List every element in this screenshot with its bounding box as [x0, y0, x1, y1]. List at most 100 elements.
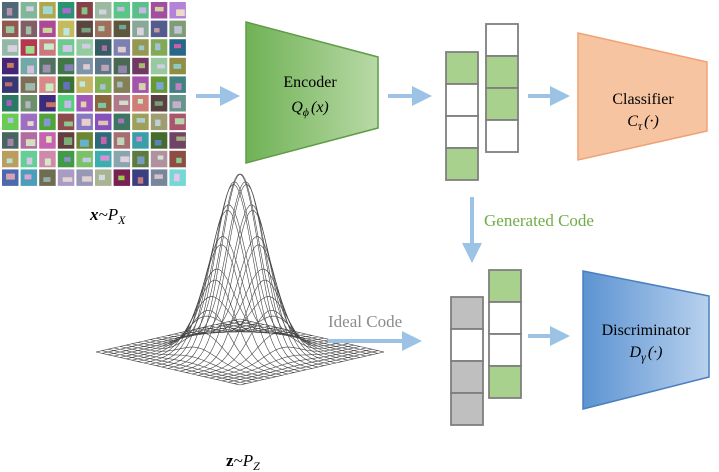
image-tile-detail: [62, 45, 73, 52]
image-tile-detail: [138, 45, 145, 51]
mesh-line: [167, 173, 313, 369]
discriminator-input-vectors: [450, 269, 522, 426]
image-tile-detail: [117, 81, 123, 88]
image-tile-detail: [81, 7, 88, 15]
code-cell: [445, 51, 479, 85]
image-tile-detail: [120, 156, 130, 163]
image-tile-detail: [176, 136, 186, 141]
mesh-line: [101, 320, 247, 354]
image-tile-detail: [99, 9, 107, 15]
encoder-block: [245, 21, 379, 164]
image-tile-detail: [26, 157, 33, 165]
mesh-line: [191, 268, 337, 364]
image-tile-detail: [6, 173, 15, 180]
mesh-line: [143, 268, 289, 364]
image-tile-detail: [154, 6, 164, 12]
generated-code-vectors: [445, 23, 519, 181]
input-label: x~PX: [89, 205, 126, 227]
image-tile-detail: [137, 27, 144, 36]
mesh-line: [197, 309, 343, 376]
image-tile-detail: [98, 174, 105, 181]
mesh-line: [239, 351, 385, 386]
image-tile-detail: [64, 100, 72, 108]
mesh-line: [161, 184, 307, 371]
image-tile-detail: [6, 8, 13, 16]
image-tile-detail: [155, 43, 161, 51]
mesh-line: [113, 347, 259, 382]
classifier-title: Classifier: [612, 91, 674, 108]
gaussian-prior-surface: [95, 173, 385, 386]
discriminator-symbol: Dγ(·): [629, 344, 663, 364]
code-cell: [488, 301, 522, 335]
image-tile-detail: [98, 102, 107, 108]
mesh-line: [233, 350, 379, 384]
image-tile-detail: [27, 121, 34, 126]
mesh-line: [107, 348, 253, 383]
image-tile-detail: [6, 158, 13, 164]
discriminator-title: Discriminator: [602, 322, 692, 339]
image-tile-detail: [174, 26, 182, 34]
mesh-line: [119, 324, 265, 358]
code-cell: [488, 365, 522, 399]
image-tile-detail: [5, 26, 15, 34]
image-tile-detail: [118, 65, 127, 74]
image-tile-detail: [25, 139, 36, 147]
code-cell: [450, 392, 484, 426]
image-tile-detail: [45, 83, 54, 92]
image-tile-detail: [117, 6, 125, 12]
image-tile-detail: [174, 173, 180, 182]
image-tile-detail: [64, 121, 73, 127]
image-tile-detail: [117, 137, 125, 145]
image-tile-detail: [62, 177, 73, 182]
image-tile-detail: [46, 136, 52, 143]
image-tile-detail: [7, 138, 14, 146]
image-tile-detail: [154, 101, 163, 106]
image-tile-detail: [176, 157, 182, 164]
mesh-line: [227, 348, 373, 383]
image-tile-detail: [138, 63, 145, 69]
code-cell: [488, 269, 522, 303]
image-tile-detail: [5, 82, 13, 87]
encoder-symbol: Qϕ(x): [291, 99, 329, 119]
prior-label: z~PZ: [226, 451, 260, 472]
mesh-line: [95, 351, 241, 386]
image-tile-detail: [100, 155, 110, 161]
image-tile-detail: [64, 64, 74, 72]
mesh-line: [167, 173, 313, 369]
image-tile-detail: [82, 157, 91, 163]
mesh-line: [173, 184, 319, 371]
image-tile-detail: [173, 63, 182, 69]
mesh-line: [185, 244, 331, 373]
image-tile-detail: [101, 45, 107, 51]
code-cell: [445, 83, 479, 117]
code-cell: [450, 296, 484, 330]
code-cell: [445, 147, 479, 181]
image-tile-detail: [137, 99, 143, 104]
code-cell: [485, 119, 519, 153]
image-tile-detail: [154, 28, 160, 33]
image-tile-detail: [6, 100, 12, 106]
image-tile-detail: [176, 9, 185, 16]
image-tile-detail: [136, 136, 142, 142]
mesh-line: [137, 309, 283, 376]
image-tile-detail: [42, 6, 53, 15]
image-tile-detail: [136, 118, 145, 123]
encoder-title: Encoder: [283, 74, 337, 91]
generated-code-label: Generated Code: [484, 211, 594, 230]
image-tile-detail: [118, 175, 125, 181]
code-cell: [450, 328, 484, 362]
image-tile-detail: [27, 65, 34, 74]
image-tile-detail: [25, 26, 32, 35]
code-cell: [488, 333, 522, 367]
image-tile-detail: [137, 156, 145, 165]
image-tile-detail: [80, 101, 87, 108]
image-tile-detail: [63, 81, 70, 90]
image-tile-detail: [156, 82, 164, 90]
image-tile-detail: [7, 62, 14, 68]
classifier-block: [577, 32, 708, 161]
image-tile-detail: [98, 120, 109, 126]
image-tile-detail: [63, 137, 73, 145]
image-tile-detail: [81, 118, 91, 126]
mesh-line: [119, 346, 265, 380]
